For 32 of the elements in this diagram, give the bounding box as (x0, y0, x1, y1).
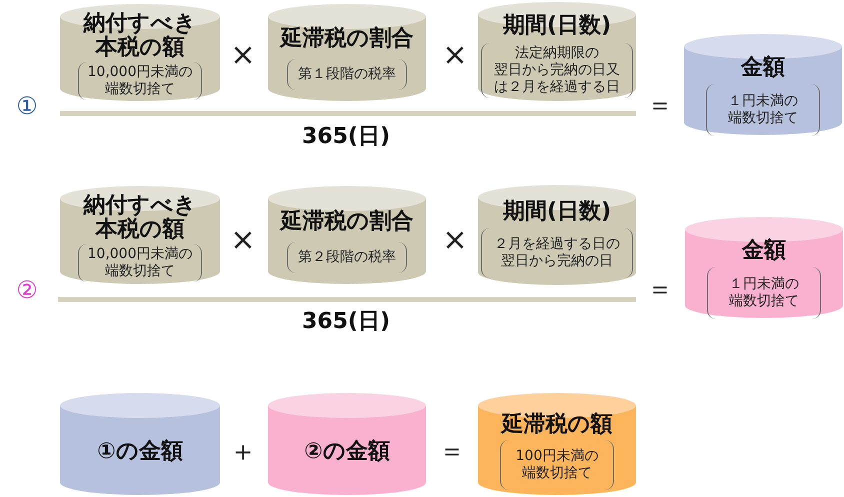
node-title: 延滞税の割合 (280, 27, 414, 51)
multiply-sign: × (442, 38, 468, 72)
multiply-sign: × (230, 224, 256, 256)
node-title: 期間(日数) (502, 14, 612, 38)
equals-sign: ＝ (647, 276, 673, 304)
circled-number: ② (16, 276, 38, 304)
multiply-sign: × (442, 224, 468, 256)
node-title: 延滞税の額 (502, 412, 612, 436)
denominator-text: 365(日) (302, 124, 390, 150)
bracketed-note: 10,000円未満の端数切捨て (78, 244, 202, 282)
equals-sign: ＝ (439, 438, 465, 466)
plus-sign: ＋ (229, 436, 257, 468)
node-title: 期間(日数) (502, 200, 612, 224)
node-title: 延滞税の割合 (280, 210, 414, 234)
bracketed-note: ２月を経過する日の翌日から完納の日 (481, 228, 633, 278)
bracketed-note: 法定納期限の翌日から完納の日又は２月を経過する日 (481, 42, 633, 98)
node-title: 納付すべき本税の額 (84, 194, 196, 242)
multiply-sign: × (230, 38, 256, 72)
equals-sign: ＝ (647, 92, 673, 120)
bracketed-note: １円未満の端数切捨て (707, 266, 821, 318)
circled-number: ① (16, 92, 38, 120)
node-title: ②の金額 (304, 440, 390, 464)
bracketed-note: 100円未満の端数切捨て (500, 440, 614, 490)
node-title: 納付すべき本税の額 (84, 12, 196, 60)
denominator-text: 365(日) (302, 310, 390, 334)
bracketed-note: 第２段階の税率 (287, 242, 407, 272)
node-title: 金額 (742, 238, 786, 262)
bracketed-note: 10,000円未満の端数切捨て (78, 62, 202, 100)
node-title: ①の金額 (97, 440, 183, 464)
node-title: 金額 (741, 56, 785, 80)
bracketed-note: 第１段階の税率 (287, 59, 407, 90)
bracketed-note: １円未満の端数切捨て (706, 84, 820, 136)
